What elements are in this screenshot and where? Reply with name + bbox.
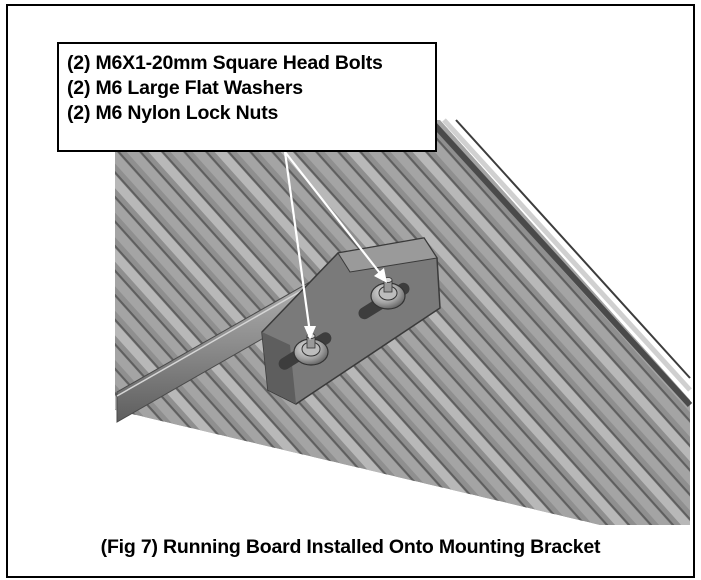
board-rib-groove <box>287 120 690 525</box>
board-rib-groove <box>331 120 690 525</box>
board-rib-groove <box>419 120 690 525</box>
board-rib <box>408 120 690 525</box>
arrowhead-lower <box>304 326 316 340</box>
board-rib-groove <box>309 120 690 525</box>
board-rib <box>254 120 678 525</box>
figure-caption: (Fig 7) Running Board Installed Onto Mou… <box>100 536 601 558</box>
board-rib <box>320 120 690 525</box>
board-rib <box>232 120 656 525</box>
board-rib <box>210 120 634 525</box>
arrowhead-upper <box>374 268 387 283</box>
board-rib <box>386 120 690 525</box>
leader-arrows <box>283 151 387 340</box>
bolt-nut-upper <box>370 277 406 310</box>
callout-line-nuts: (2) M6 Nylon Lock Nuts <box>67 102 279 124</box>
board-rib-groove <box>199 120 617 525</box>
callout-line-bolts: (2) M6X1-20mm Square Head Bolts <box>67 52 383 74</box>
board-rib <box>188 120 612 525</box>
board-rib-groove <box>243 120 661 525</box>
board-edge <box>427 117 693 408</box>
board-rib-groove <box>397 120 690 525</box>
board-rib-groove <box>177 120 595 525</box>
callout-line-washers: (2) M6 Large Flat Washers <box>67 77 303 99</box>
board-rib-groove <box>265 120 683 525</box>
parts-callout-box: (2) M6X1-20mm Square Head Bolts (2) M6 L… <box>57 42 437 152</box>
board-rib-groove <box>375 120 690 525</box>
bolt-nut-lower <box>293 333 329 366</box>
board-rib <box>298 120 690 525</box>
board-rib <box>276 120 690 525</box>
board-rib-groove <box>353 120 690 525</box>
board-rib <box>364 120 690 525</box>
board-rib <box>342 120 690 525</box>
